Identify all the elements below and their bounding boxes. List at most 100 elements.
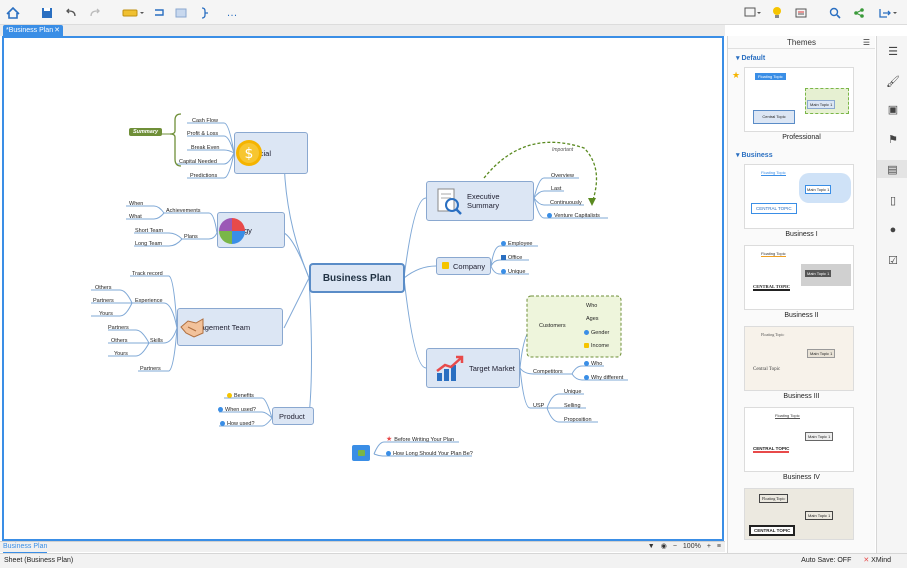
leaf-cust-who[interactable]: Who — [586, 303, 598, 309]
save-icon[interactable] — [38, 4, 56, 21]
topic-strategy[interactable]: Strategy — [217, 212, 285, 248]
outline-list-icon[interactable]: ☰ — [888, 45, 898, 58]
central-topic[interactable]: Business Plan — [309, 263, 405, 293]
leaf-benefits[interactable]: Benefits — [227, 392, 254, 400]
zoom-out-icon[interactable]: − — [672, 543, 677, 550]
leaf-what[interactable]: What — [129, 214, 142, 220]
leaf-usp[interactable]: USP — [533, 403, 545, 409]
close-icon[interactable]: ✕ — [54, 27, 60, 34]
boundary-icon[interactable] — [172, 4, 190, 21]
export-icon[interactable] — [876, 4, 900, 21]
outline-icon[interactable] — [792, 4, 810, 21]
leaf-partners[interactable]: Partners — [140, 366, 161, 372]
leaf-when[interactable]: When — [129, 201, 144, 207]
leaf-office[interactable]: Office — [501, 254, 522, 262]
relationship-label[interactable]: Important — [552, 147, 574, 153]
more-icon[interactable]: … — [226, 6, 238, 19]
leaf-why-different[interactable]: Why different — [584, 374, 623, 382]
image-icon[interactable]: ▣ — [887, 103, 899, 116]
redo-icon[interactable] — [86, 4, 104, 21]
leaf-continuously[interactable]: Continuously — [550, 200, 582, 206]
leaf-how-used[interactable]: How used? — [220, 420, 255, 428]
leaf-achievements[interactable]: Achievements — [166, 208, 201, 214]
topic-financial[interactable]: Financial $ — [234, 132, 308, 174]
leaf-employee[interactable]: Employee — [501, 240, 532, 248]
topic-management-team[interactable]: Management Team — [177, 308, 283, 346]
relationship-icon[interactable] — [150, 4, 168, 21]
leaf-usp-selling[interactable]: Selling — [564, 403, 581, 409]
autosave-status[interactable]: Auto Save: OFF — [801, 557, 852, 564]
topic-target-market[interactable]: Target Market — [426, 348, 520, 388]
theme-thumb-business-4[interactable]: Floating Topic Main Topic 1 CENTRAL TOPI… — [744, 407, 854, 472]
leaf-last[interactable]: Last — [551, 186, 562, 192]
leaf-profit-loss[interactable]: Profit & Loss — [187, 131, 219, 137]
presentation-icon[interactable] — [742, 4, 764, 21]
leaf-exp-others[interactable]: Others — [95, 285, 112, 291]
leaf-usp-proposition[interactable]: Proposition — [564, 417, 592, 423]
zoom-in-icon[interactable]: + — [706, 543, 711, 550]
leaf-capital-needed[interactable]: Capital Needed — [179, 159, 217, 165]
theme-thumb-business-5[interactable]: Floating Topic Main Topic 1 CENTRAL TOPI… — [744, 488, 854, 540]
undo-icon[interactable] — [62, 4, 80, 21]
leaf-competitors[interactable]: Competitors — [533, 369, 563, 375]
insert-topic-icon[interactable] — [120, 4, 146, 21]
themes-icon[interactable]: ▤ — [877, 160, 907, 178]
leaf-cash-flow[interactable]: Cash Flow — [192, 118, 218, 124]
topic-product[interactable]: Product — [272, 407, 314, 425]
leaf-overview[interactable]: Overview — [551, 173, 574, 179]
summary-label[interactable]: Summary — [129, 128, 163, 136]
task-icon[interactable]: ☑ — [888, 254, 898, 267]
theme-thumb-business-3[interactable]: Floating Topic Main Topic 1 Central Topi… — [744, 326, 854, 391]
theme-thumb-professional[interactable]: ★ Floating Topic Main Topic 1 Central To… — [732, 67, 854, 132]
sheet-tab-business-plan[interactable]: Business Plan — [3, 542, 48, 553]
theme-thumb-business-1[interactable]: Floating Topic Main Topic 1 CENTRAL TOPI… — [744, 164, 854, 229]
filter-icon[interactable]: ▼ — [647, 543, 655, 550]
leaf-exp-yours[interactable]: Yours — [99, 311, 113, 317]
flag-icon[interactable]: ⚑ — [888, 133, 898, 146]
topic-company[interactable]: Company — [436, 257, 491, 275]
topic-executive-summary[interactable]: Executive Summary — [426, 181, 534, 221]
panel-menu-icon[interactable]: ☰ — [862, 38, 870, 47]
fit-icon[interactable]: ≡ — [716, 543, 721, 550]
format-brush-icon[interactable]: 🖌 — [886, 75, 900, 88]
summary-icon[interactable] — [196, 4, 214, 21]
leaf-before-writing[interactable]: ★Before Writing Your Plan — [386, 436, 455, 443]
zoom-level[interactable]: 100% — [682, 543, 701, 550]
theme-thumb-business-2[interactable]: Floating Topic Main Topic 1 CENTRAL TOPI… — [744, 245, 854, 310]
lightbulb-icon[interactable] — [768, 4, 786, 21]
leaf-short-team[interactable]: Short Team — [135, 228, 164, 234]
leaf-when-used[interactable]: When used? — [218, 406, 256, 414]
leaf-skill-partners[interactable]: Partners — [108, 325, 129, 331]
leaf-customers[interactable]: Customers — [539, 323, 566, 329]
search-icon[interactable] — [826, 4, 844, 21]
leaf-exp-partners[interactable]: Partners — [93, 298, 114, 304]
user-status[interactable]: ✕ XMind — [863, 557, 891, 564]
leaf-usp-unique[interactable]: Unique — [564, 389, 582, 395]
leaf-skill-yours[interactable]: Yours — [114, 351, 128, 357]
leaf-skill-others[interactable]: Others — [111, 338, 128, 344]
leaf-plans[interactable]: Plans — [184, 234, 198, 240]
leaf-how-long[interactable]: How Long Should Your Plan Be? — [386, 450, 473, 458]
notes-icon[interactable]: ▯ — [889, 194, 897, 207]
theme-group-business[interactable]: ▾ Business — [736, 152, 773, 159]
theme-group-default[interactable]: ▾ Default — [736, 55, 766, 62]
leaf-comp-who[interactable]: Who — [584, 360, 602, 368]
leaf-long-team[interactable]: Long Team — [135, 241, 163, 247]
leaf-ages[interactable]: Ages — [586, 316, 599, 322]
leaf-income[interactable]: Income — [584, 342, 609, 350]
home-icon[interactable] — [4, 4, 22, 21]
leaf-experience[interactable]: Experience — [135, 298, 163, 304]
share-icon[interactable] — [850, 4, 868, 21]
eye-icon[interactable]: ◉ — [660, 543, 667, 550]
comments-icon[interactable]: ● — [889, 224, 897, 236]
leaf-break-even[interactable]: Break Even — [191, 145, 220, 151]
leaf-track-record[interactable]: Track record — [132, 271, 163, 277]
leaf-skills[interactable]: Skills — [150, 338, 163, 344]
leaf-gender[interactable]: Gender — [584, 329, 609, 337]
tab-business-plan[interactable]: *Business Plan ✕ — [3, 25, 63, 36]
floating-topic[interactable] — [352, 445, 370, 461]
leaf-unique[interactable]: Unique — [501, 268, 525, 276]
leaf-venture-capitalists[interactable]: Venture Capitalists — [547, 212, 600, 220]
mindmap-canvas[interactable]: Business Plan Summary Financial $ Cash F… — [2, 36, 724, 541]
leaf-predictions[interactable]: Predictions — [190, 173, 218, 179]
